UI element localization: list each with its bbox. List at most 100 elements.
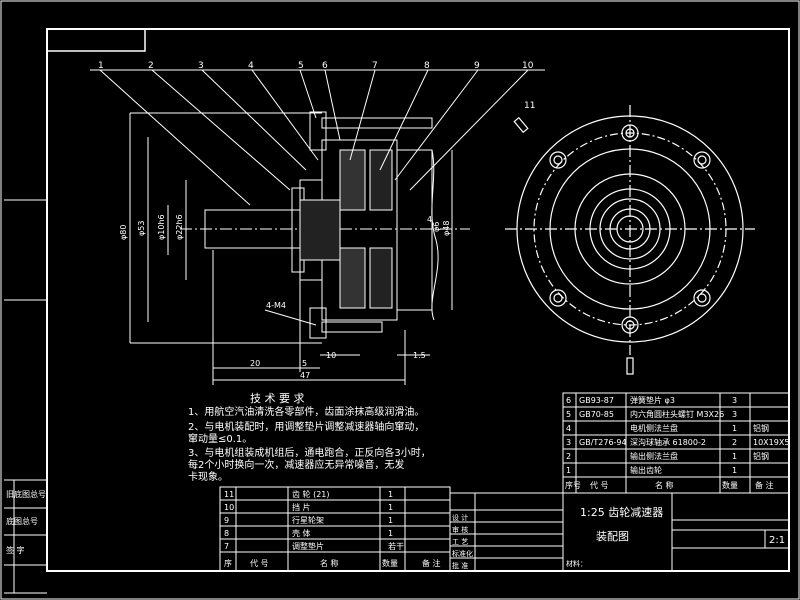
- tb-label-approve: 批 准: [452, 561, 468, 570]
- end-view: [505, 105, 755, 375]
- drawing-title: 1:25 齿轮减速器: [580, 505, 663, 519]
- dim-d10: φ10h6: [157, 214, 166, 240]
- parts-right-qty: 2: [732, 438, 737, 447]
- tech-line-5: 每2个小时换向一次，减速器应无异常噪音，无发: [188, 458, 404, 471]
- parts-right-qty: 1: [732, 424, 737, 433]
- dim-w4: 4: [427, 215, 432, 224]
- parts-right-code: GB/T276-94: [579, 438, 627, 447]
- drawing-scale: 2:1: [769, 535, 785, 546]
- parts-right-no: 1: [566, 466, 571, 475]
- section-view: [90, 69, 545, 385]
- parts-right-name: 深沟球轴承 61800-2: [630, 437, 706, 447]
- balloon-5: 5: [298, 61, 304, 71]
- motor-flange: [396, 149, 433, 311]
- parts-left-name: 挡 片: [292, 502, 311, 512]
- tech-line-4: 3、与电机组装成机组后，通电跑合，正反向各3小时，: [188, 446, 431, 459]
- title-block: [449, 492, 790, 572]
- parts-right-name: 电机侧法兰盘: [630, 423, 678, 433]
- dim-len20: 20: [250, 359, 260, 368]
- parts-right-code: GB93-87: [579, 396, 614, 405]
- balloon-9: 9: [474, 61, 480, 71]
- dim-len15: 1.5: [413, 351, 426, 360]
- parts-right-qty: 1: [732, 466, 737, 475]
- tech-requirements: 技 术 要 求 1、用航空汽油清洗各零部件，齿面涂抹高级润滑油。 2、与电机装配…: [188, 392, 431, 483]
- parts-right-qty: 3: [732, 396, 737, 405]
- parts-left-no: 7: [224, 542, 229, 551]
- parts-right-name: 输出侧法兰盘: [630, 451, 678, 461]
- tech-line-2: 2、与电机装配时，用调整垫片调整减速器轴向窜动，: [188, 420, 424, 433]
- parts-right-mat: 铝钢: [753, 423, 769, 433]
- balloon-3: 3: [198, 61, 204, 71]
- tb-label-std: 标准化: [452, 549, 473, 558]
- parts-left-header: 序: [224, 558, 232, 568]
- tb-label-design: 设 计: [452, 513, 468, 522]
- tech-line-1: 1、用航空汽油清洗各零部件，齿面涂抹高级润滑油。: [188, 405, 424, 418]
- parts-right-mat: 铝钢: [753, 451, 769, 461]
- parts-left-no: 10: [224, 503, 234, 512]
- dim-len10: 10: [326, 351, 336, 360]
- parts-right-no: 5: [566, 410, 571, 419]
- parts-left-no: 11: [224, 490, 234, 499]
- dim-hole: 4-M4: [266, 301, 286, 310]
- dim-len5: 5: [302, 359, 307, 368]
- parts-left-qty: 1: [388, 529, 393, 538]
- parts-right-no: 3: [566, 438, 571, 447]
- parts-left-name: 调整垫片: [292, 541, 324, 551]
- parts-right-header: 备 注: [755, 480, 774, 490]
- parts-right-name: 弹簧垫片 φ3: [630, 395, 675, 405]
- parts-right-name: 内六角圆柱头螺钉 M3X26: [630, 409, 724, 419]
- parts-left-no: 8: [224, 529, 229, 538]
- parts-right-code: GB70-85: [579, 410, 614, 419]
- tb-label-process: 工 艺: [452, 538, 468, 546]
- drawing-frame: [46, 28, 790, 572]
- balloon-4: 4: [248, 61, 254, 71]
- tb-label-check: 审 核: [452, 525, 468, 534]
- parts-right-header: 序号: [565, 480, 581, 490]
- balloon-7: 7: [372, 61, 378, 71]
- dim-d22: φ22h6: [175, 214, 184, 240]
- parts-right-name: 输出齿轮: [630, 465, 662, 475]
- balloon-8: 8: [424, 61, 430, 71]
- parts-left-no: 9: [224, 516, 229, 525]
- parts-left-name: 行星轮架: [292, 515, 324, 525]
- parts-left-qty: 若干: [388, 541, 404, 551]
- dim-d6: φ6: [432, 222, 441, 232]
- parts-right-qty: 1: [732, 452, 737, 461]
- parts-right-header: 代 号: [590, 480, 609, 490]
- parts-right-header: 名 称: [655, 480, 674, 490]
- left-margin: [4, 199, 47, 594]
- tech-line-3: 窜动量≤0.1。: [188, 432, 252, 445]
- parts-right-qty: 3: [732, 410, 737, 419]
- parts-left-header: 代 号: [250, 558, 269, 568]
- material-label: 材料：: [566, 559, 587, 568]
- parts-left-qty: 1: [388, 516, 393, 525]
- balloon-1: 1: [98, 61, 104, 71]
- tech-title: 技 术 要 求: [250, 392, 305, 405]
- side-label-2: 签 字: [6, 545, 25, 555]
- dim-len47: 47: [300, 371, 310, 380]
- parts-right-no: 2: [566, 452, 571, 461]
- dim-d80: φ80: [119, 225, 128, 240]
- parts-right-no: 4: [566, 424, 571, 433]
- drawing-subtitle: 装配图: [596, 530, 629, 543]
- side-label-1: 底图总号: [6, 516, 38, 526]
- parts-right-header: 数量: [722, 480, 738, 490]
- code-box: [46, 28, 146, 52]
- side-label-0: 旧底图总号: [6, 489, 46, 499]
- balloon-11: 11: [524, 101, 535, 111]
- parts-left-header: 名 称: [320, 558, 339, 568]
- parts-table-left: [219, 486, 451, 572]
- tech-line-6: 卡现象。: [188, 470, 228, 483]
- parts-left-header: 数量: [382, 558, 398, 568]
- parts-right-no: 6: [566, 396, 571, 405]
- dim-d48: φ48: [442, 221, 451, 236]
- balloon-10: 10: [522, 61, 534, 71]
- parts-right-note: 10X19X5: [753, 438, 789, 447]
- parts-left-name: 齿 轮 (21): [292, 489, 330, 499]
- parts-left-qty: 1: [388, 503, 393, 512]
- parts-left-header: 备 注: [422, 558, 441, 568]
- parts-left-qty: 1: [388, 490, 393, 499]
- balloon-6: 6: [322, 61, 328, 71]
